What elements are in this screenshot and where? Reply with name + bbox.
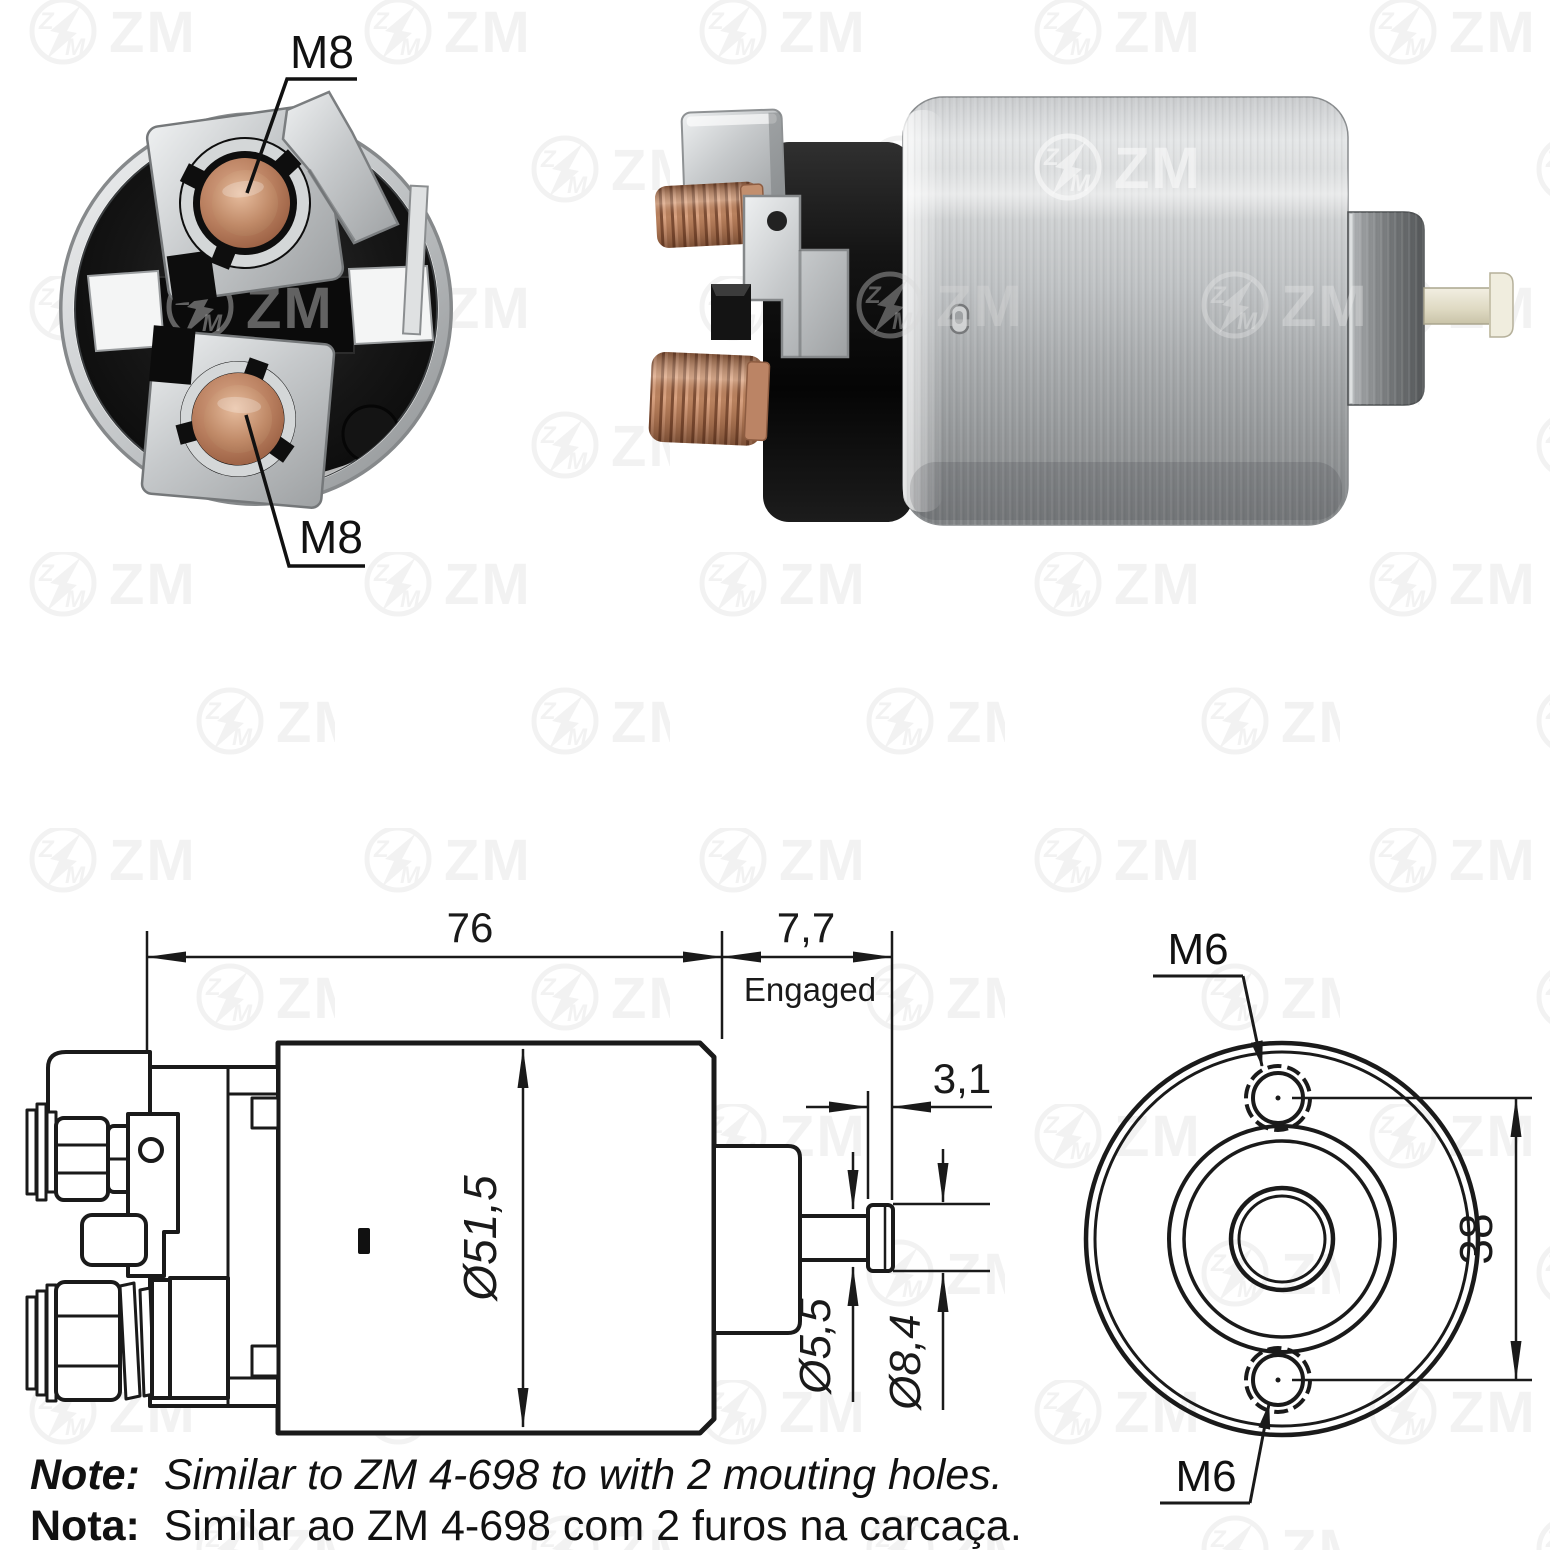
- m6-bottom-label: M6: [1175, 1452, 1236, 1501]
- dim-77-value: 7,7: [777, 904, 835, 951]
- label-terminal-top: M8: [245, 26, 357, 194]
- mounting-bracket-tab: [281, 90, 400, 245]
- dim-84-value: Ø8,4: [881, 1314, 930, 1411]
- dim-body-diameter: Ø51,5: [454, 1048, 529, 1428]
- dim-55-value: Ø5,5: [791, 1298, 840, 1396]
- left-contact-window: [86, 269, 166, 353]
- rear-step-outer: [1167, 1124, 1397, 1354]
- dim-76-value: 76: [447, 904, 494, 951]
- rear-outline-inner: [1093, 1050, 1471, 1428]
- dim-engaged-travel: 7,7 Engaged: [721, 904, 894, 1200]
- note-line-pt: Nota: Similar ao ZM 4-698 com 2 furos na…: [30, 1502, 1022, 1550]
- m8-bottom-label: M8: [299, 511, 363, 563]
- side-view-drawing: 76 7,7 Engaged 3,1 Ø51,5 Ø5,5: [25, 904, 992, 1436]
- battery-terminal-bar: [680, 108, 786, 208]
- terminal-stud-bottom: [648, 352, 771, 446]
- rear-hub-outer: [1228, 1185, 1336, 1293]
- notes-block: Note: Similar to ZM 4-698 to with 2 mout…: [30, 1451, 1022, 1550]
- terminal-stud-dome: [204, 385, 272, 453]
- note-line-en: Note: Similar to ZM 4-698 to with 2 mout…: [30, 1451, 1003, 1499]
- m8-bottom-leader: [244, 414, 365, 568]
- spade-connector-black: [711, 284, 751, 340]
- rear-outline-outer: [1083, 1040, 1481, 1438]
- label-terminal-bottom: M8: [244, 414, 365, 568]
- terminal-stud-dome: [212, 170, 278, 236]
- dim-38-value: 38: [1450, 1213, 1502, 1264]
- dim-pin-cap-diameter: Ø8,4: [881, 1149, 990, 1412]
- switch-bracket: [742, 194, 850, 359]
- front-view-photo: M M8 M8: [18, 26, 453, 568]
- plate-notch: [148, 325, 196, 385]
- side-view-photo: [648, 96, 1514, 526]
- drawing-pin-cap: [866, 1203, 895, 1273]
- terminal-ring: [181, 139, 309, 267]
- engaged-caption: Engaged: [744, 971, 876, 1008]
- drawing-body-outline: [275, 1040, 717, 1436]
- rear-view-drawing: 38 M6 M6: [1083, 925, 1532, 1505]
- dim-31-value: 3,1: [933, 1055, 991, 1102]
- m6-top-label: M6: [1167, 925, 1228, 974]
- plunger-pin: [1423, 272, 1514, 338]
- terminal-ring: [180, 361, 296, 477]
- m8-top-leader: [245, 77, 357, 194]
- dim-pin-diameter: Ø5,5: [791, 1152, 859, 1402]
- label-mount-hole-bottom: M6: [1160, 1403, 1271, 1505]
- rear-step-inner: [1182, 1139, 1382, 1339]
- note-en-text: Similar to ZM 4-698 to with 2 mouting ho…: [164, 1451, 1003, 1499]
- drawing-vent-mark: [358, 1228, 370, 1254]
- drawing-boss: [712, 1144, 802, 1335]
- note-pt-text: Similar ao ZM 4-698 com 2 furos na carca…: [164, 1502, 1022, 1550]
- terminal-bottom: [140, 325, 336, 509]
- dim-515-value: Ø51,5: [454, 1175, 506, 1303]
- label-mount-hole-top: M6: [1153, 925, 1264, 1067]
- rear-hub-inner: [1237, 1194, 1327, 1284]
- spade-terminal-edge: [401, 184, 429, 336]
- clipped-watermark-letter: M: [18, 402, 63, 462]
- note-en-prefix: Note:: [30, 1451, 140, 1499]
- m8-top-label: M8: [290, 26, 354, 78]
- plate-notch: [166, 250, 217, 304]
- dim-overall-length: 76: [145, 904, 724, 1050]
- bracket-hole: [767, 211, 787, 231]
- drawing-connector-cluster: [25, 1050, 280, 1408]
- dim-pin-cap-thickness: 3,1: [806, 1055, 992, 1199]
- dim-hole-spacing: 38: [1292, 1096, 1532, 1382]
- note-pt-prefix: Nota:: [30, 1502, 140, 1550]
